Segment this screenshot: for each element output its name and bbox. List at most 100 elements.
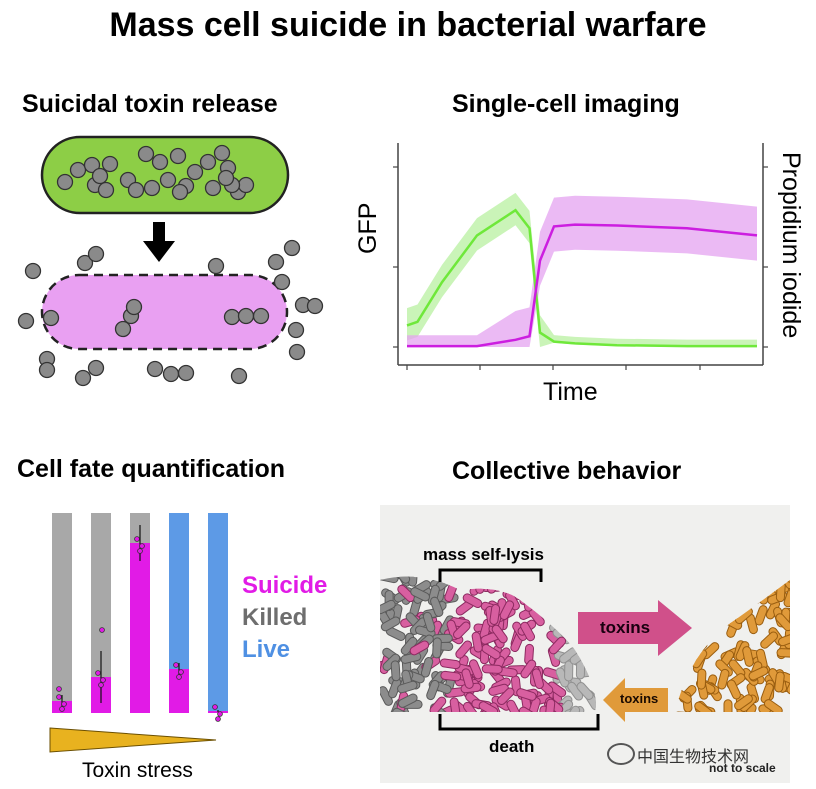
toxin-particle <box>101 155 119 173</box>
bar-killed-1 <box>52 513 72 701</box>
bacterium-cell <box>783 580 790 586</box>
bar-killed-2 <box>91 513 111 677</box>
bacterium-cell <box>742 646 754 667</box>
replicate-dot <box>61 701 67 707</box>
figure-title: Mass cell suicide in bacterial warfare <box>109 6 707 44</box>
toxin-particle <box>69 161 87 179</box>
bacterium-cell <box>794 608 808 630</box>
bar-live-5 <box>208 513 228 711</box>
panel-title-toxin-release: Suicidal toxin release <box>22 90 278 118</box>
toxins-arrow-right <box>578 600 692 656</box>
released-toxins <box>17 239 324 387</box>
bacterium-cell <box>547 681 567 698</box>
bacterium-cell <box>797 615 809 636</box>
lysed-cell <box>40 273 289 351</box>
bacterium-cell <box>520 659 537 679</box>
bacterium-cell <box>506 699 521 712</box>
toxin-particle <box>287 321 305 339</box>
fate-legend: Suicide Killed Live <box>242 570 327 666</box>
toxins-inside-cell <box>56 144 255 201</box>
bacterium-cell <box>776 648 790 658</box>
bacterium-cell <box>397 680 418 694</box>
toxin-particle <box>230 367 248 385</box>
watermark-text: 中国生物技术网 <box>637 749 750 766</box>
toxin-stress-wedge <box>49 727 217 753</box>
bacterium-cell <box>754 605 768 626</box>
replicate-dot <box>59 706 65 712</box>
bacterium-cell <box>455 640 473 659</box>
bacterium-cell <box>564 705 581 712</box>
toxin-particle <box>252 307 270 325</box>
panel-title-fate: Cell fate quantification <box>17 455 286 483</box>
band-gfp <box>407 192 757 347</box>
not-to-scale-note: not to scale <box>709 761 776 775</box>
bacterium-cell <box>440 670 462 682</box>
replicate-dot <box>176 674 182 680</box>
bacterium-cell <box>528 697 541 712</box>
bacterium-cell <box>789 617 790 634</box>
bacterium-cell <box>489 604 501 625</box>
replicate-dot <box>98 682 104 688</box>
bacterium-cell <box>390 660 401 682</box>
toxin-particle <box>87 359 105 377</box>
toxin-particle <box>146 360 164 378</box>
replicate-dot <box>56 694 62 700</box>
fate-bars <box>52 513 228 722</box>
replicate-dot <box>139 543 145 549</box>
toxins-left-label: toxins <box>620 691 659 706</box>
bacterium-cell <box>453 621 471 640</box>
toxin-particle <box>127 181 145 199</box>
bacterium-cell <box>408 576 418 587</box>
wechat-icon <box>607 743 635 765</box>
bacterium-cell <box>471 631 483 653</box>
toxin-particle <box>186 163 204 181</box>
bacterium-cell <box>694 701 713 712</box>
bacterium-cell <box>420 657 434 678</box>
line-propidium-iodide <box>407 223 758 348</box>
bacterium-cell <box>481 644 501 660</box>
bacterium-cell <box>791 650 807 671</box>
toxin-particle <box>42 309 60 327</box>
bacterium-cell <box>400 652 422 664</box>
bacterium-cell <box>544 698 556 712</box>
bar-live-4 <box>169 513 189 669</box>
mass-self-lysis-label: mass self-lysis <box>423 545 544 564</box>
x-axis-label-time: Time <box>543 378 598 406</box>
toxin-particle <box>83 156 101 174</box>
toxin-particle <box>177 364 195 382</box>
bacterium-cell <box>426 679 440 701</box>
bacterium-cell <box>760 631 778 649</box>
bacterium-cell <box>564 660 574 682</box>
toxin-particle <box>217 169 235 187</box>
lysis-bracket <box>438 568 543 582</box>
bacterium-cell <box>576 682 594 700</box>
toxin-particle <box>283 239 301 257</box>
toxin-particle <box>204 179 222 197</box>
replicate-dot <box>173 662 179 668</box>
toxin-particle <box>169 147 187 165</box>
replicate-dot <box>178 669 184 675</box>
bacterium-cell <box>696 668 707 690</box>
replicate-dot <box>100 677 106 683</box>
bacterium-cell <box>717 668 730 690</box>
toxin-particle <box>38 361 56 379</box>
replicate-dot <box>215 716 221 722</box>
imaging-series <box>406 192 758 348</box>
bacterium-cell <box>734 694 753 711</box>
bacterium-cell <box>430 596 444 617</box>
bacterium-cell <box>760 683 774 704</box>
bacterium-cell <box>778 633 790 647</box>
toxin-particle <box>17 312 35 330</box>
toxin-particle <box>87 245 105 263</box>
toxin-particle <box>171 183 189 201</box>
legend-suicide: Suicide <box>242 572 328 599</box>
line-gfp <box>406 208 757 348</box>
legend-live: Live <box>242 636 291 663</box>
bacterium-cell <box>499 600 515 621</box>
toxin-particle <box>273 273 291 291</box>
bacterium-cell <box>409 640 430 656</box>
bacterium-cell <box>748 666 769 681</box>
bacterium-cell <box>786 674 790 695</box>
bacterium-cell <box>775 613 790 632</box>
